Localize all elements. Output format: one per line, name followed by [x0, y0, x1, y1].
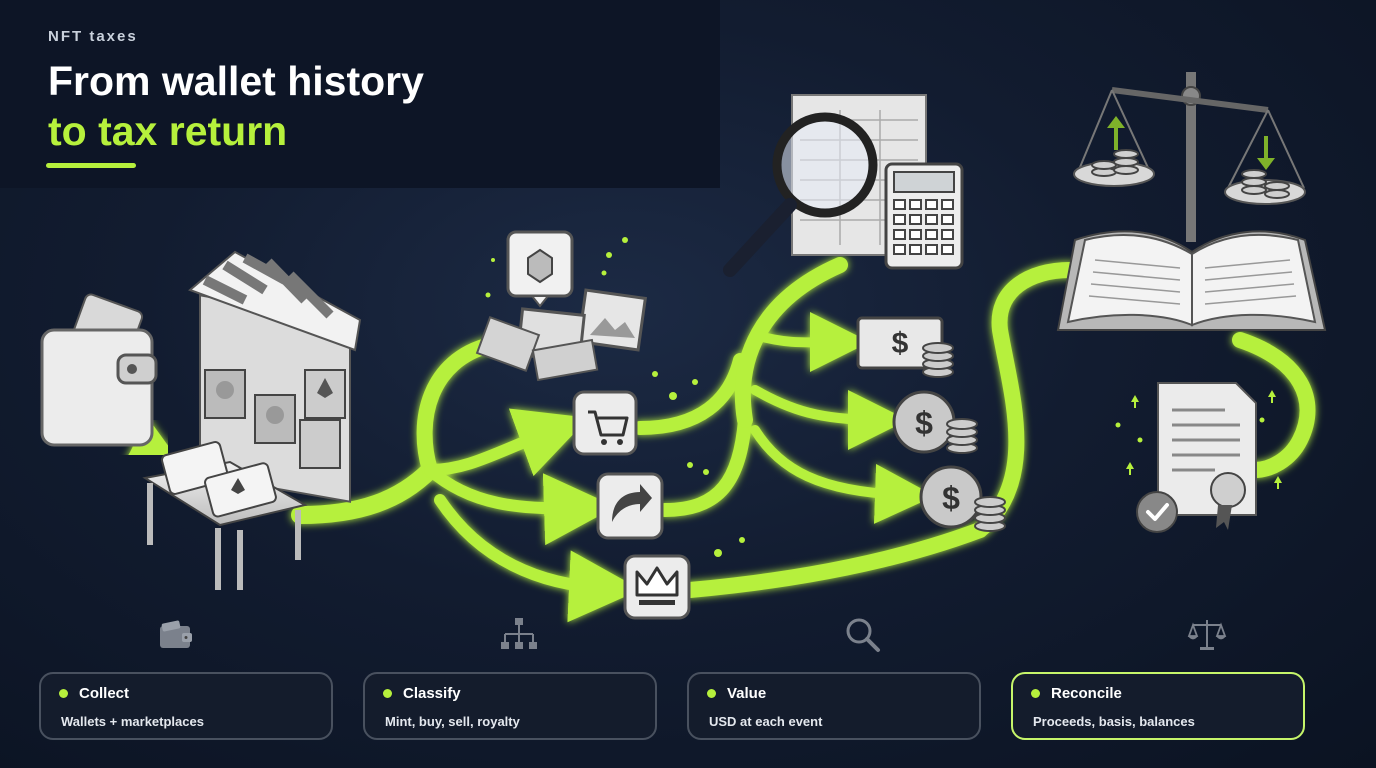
event-icon-transfer [596, 472, 664, 540]
balance-scales-illustration [1073, 72, 1306, 242]
hierarchy-icon [501, 618, 537, 649]
crown-icon [635, 566, 679, 605]
flow-to-bill [750, 312, 870, 373]
step-title: Classify [403, 685, 461, 702]
step-title: Reconcile [1051, 685, 1122, 702]
event-icon-buy [572, 390, 638, 456]
flow-share-out [658, 413, 752, 517]
flow-to-coin1 [750, 385, 908, 450]
money-bill-icon: $ [856, 316, 954, 378]
page-title-line2: to tax return [48, 108, 288, 154]
flow-paths [291, 257, 1316, 623]
status-dot [707, 689, 716, 698]
ledger-book-illustration [1056, 230, 1327, 331]
step-subtitle: Wallets + marketplaces [61, 714, 204, 729]
step-subtitle: Proceeds, basis, balances [1033, 714, 1195, 729]
flow-to-nfts [416, 337, 498, 478]
nft-table-illustration [142, 441, 308, 590]
flow-to-book [972, 262, 1078, 538]
flow-to-crown [434, 494, 641, 623]
marketplace-storefront-illustration [188, 250, 362, 503]
flow-book-to-cert [1232, 332, 1316, 478]
coin-icon-1: $ [892, 390, 978, 454]
event-icon-royalty [623, 554, 691, 620]
step-card-collect: Collect Wallets + marketplaces [39, 672, 333, 740]
step-card-reconcile: Reconcile Proceeds, basis, balances [1011, 672, 1305, 740]
certificate-illustration [1115, 382, 1282, 533]
magnifier-icon [846, 618, 880, 652]
svg-text:$: $ [892, 327, 909, 360]
wallet-icon [160, 620, 192, 648]
step-card-value: Value USD at each event [687, 672, 981, 740]
header-panel: NFT taxes From wallet history to tax ret… [0, 0, 720, 188]
cart-icon [588, 410, 629, 445]
flow-to-cart [424, 408, 589, 477]
title-underline [46, 163, 136, 168]
documents-magnifier-calculator [723, 94, 964, 277]
status-dot [1031, 689, 1040, 698]
flow-crown-out [682, 522, 988, 598]
page-title-line1: From wallet history [48, 58, 424, 104]
eyebrow-label: NFT taxes [48, 28, 138, 45]
status-dot [59, 689, 68, 698]
svg-text:$: $ [915, 405, 933, 441]
flow-cart-out [633, 353, 747, 435]
coin-icon-2: $ [919, 465, 1006, 532]
step-title: Collect [79, 685, 130, 702]
status-dot [383, 689, 392, 698]
scales-icon [1187, 620, 1227, 650]
flow-to-coin2 [750, 425, 935, 524]
step-title: Value [727, 685, 767, 702]
step-subtitle: USD at each event [709, 714, 823, 729]
wallet-illustration [40, 293, 158, 447]
svg-text:$: $ [942, 480, 960, 516]
step-subtitle: Mint, buy, sell, royalty [385, 714, 520, 729]
step-card-classify: Classify Mint, buy, sell, royalty [363, 672, 657, 740]
flow-trunk [291, 461, 439, 524]
share-arrow-icon [612, 484, 652, 522]
nft-images-cluster [475, 230, 745, 557]
flow-to-share [424, 464, 616, 546]
